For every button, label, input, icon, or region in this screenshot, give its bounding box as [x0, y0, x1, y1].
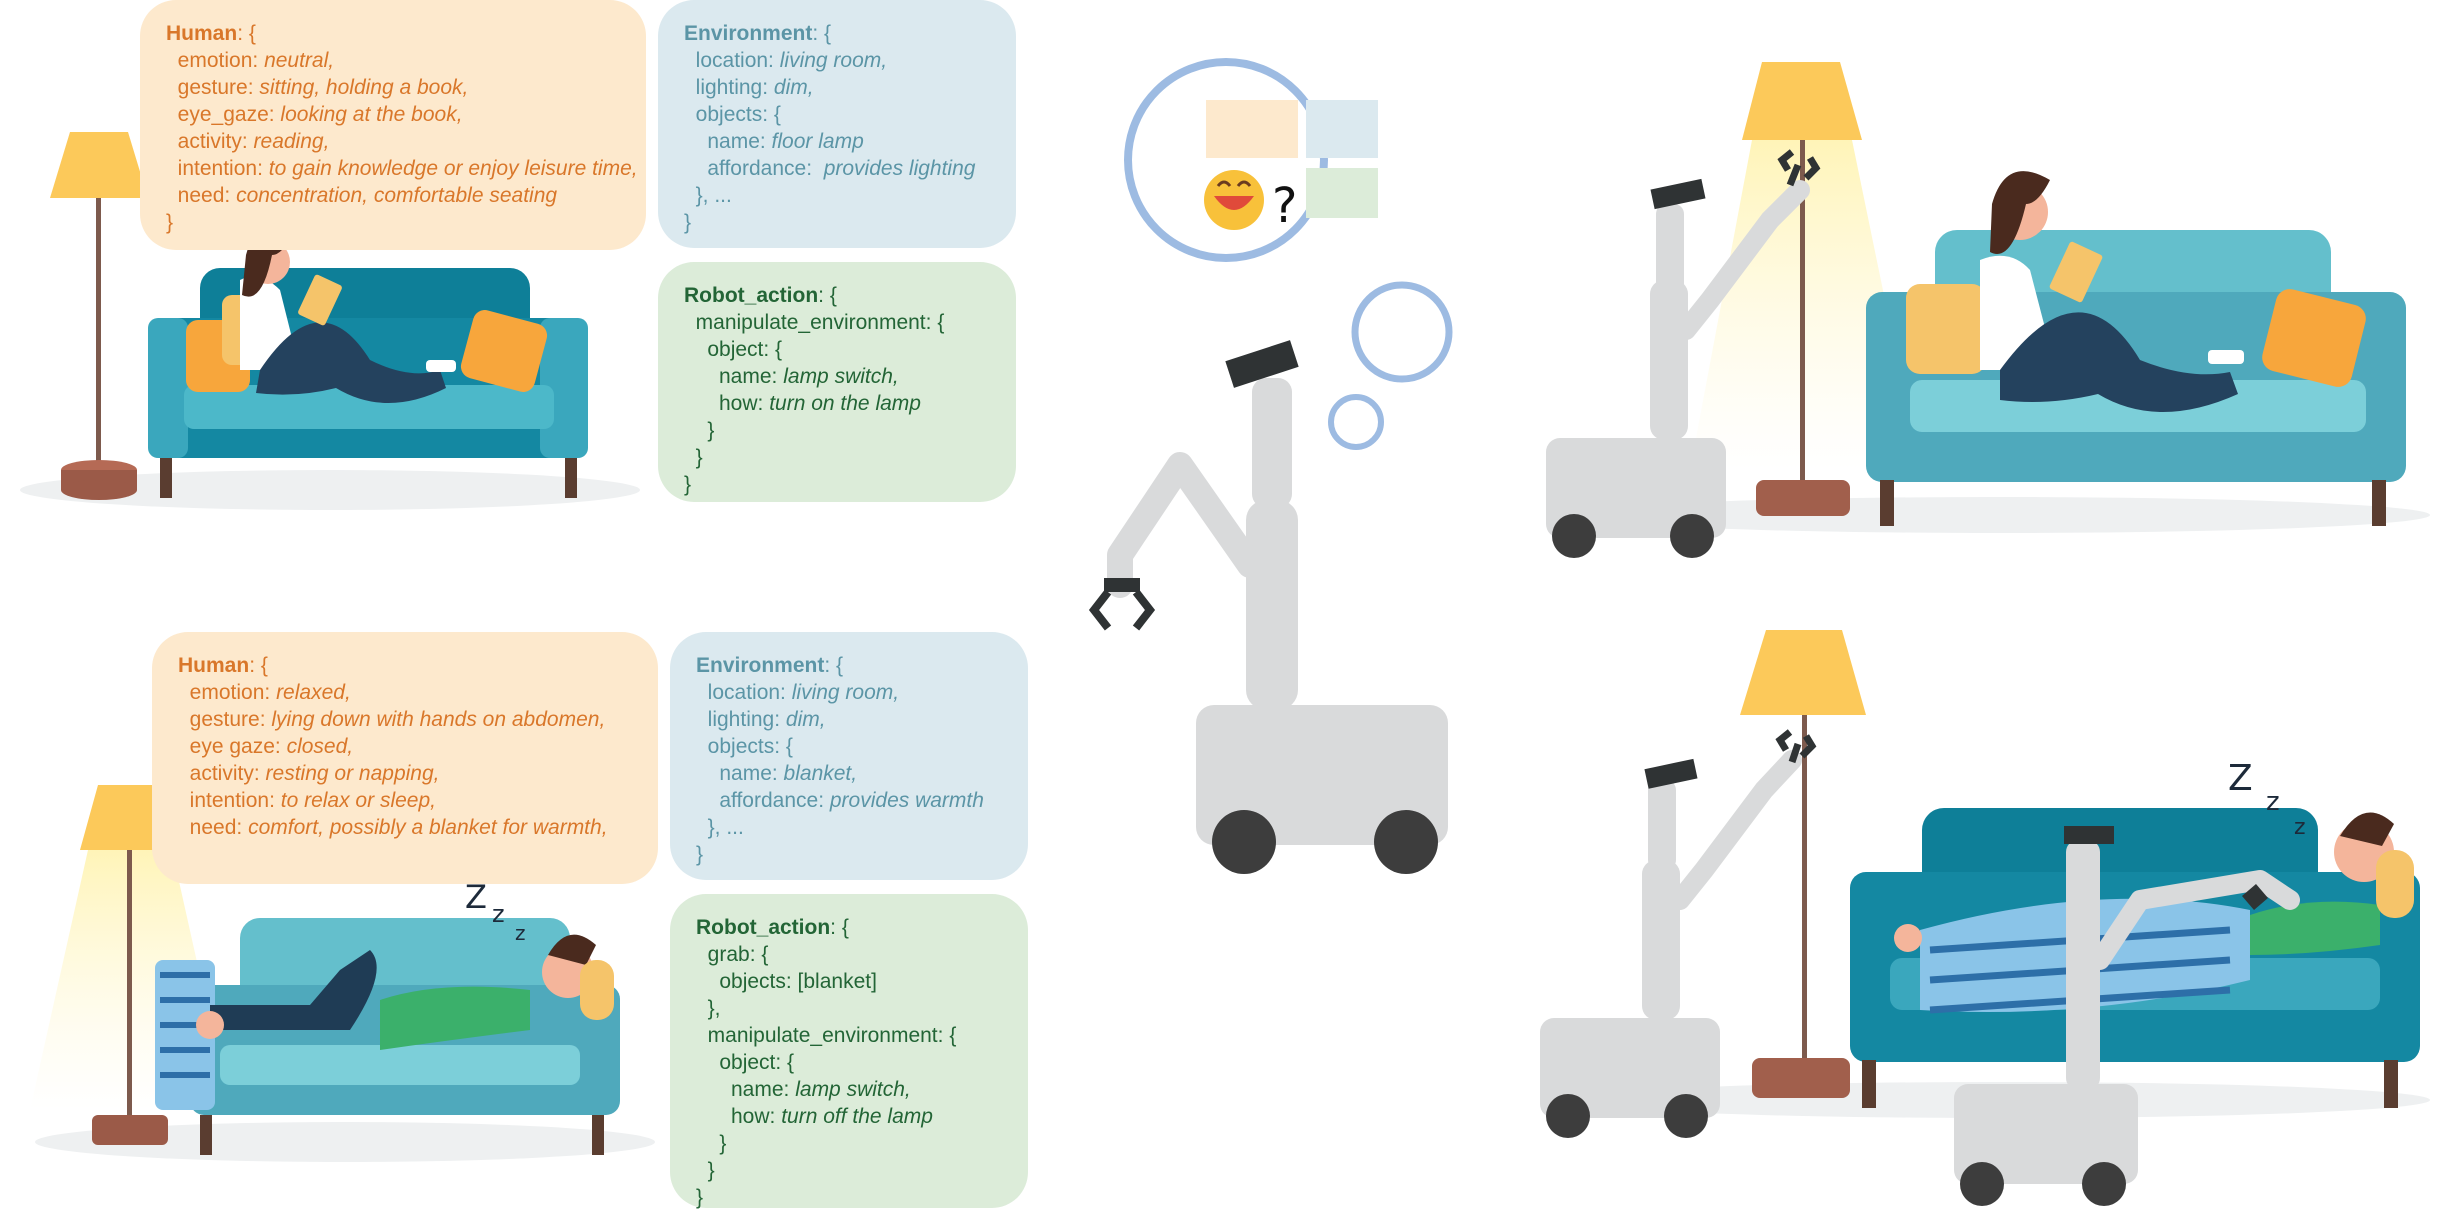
panel-line: }: [696, 1186, 704, 1209]
panel-line: affordance: provides warmth: [696, 789, 984, 812]
panel-line: activity: resting or napping,: [178, 762, 440, 785]
panel-line: name: floor lamp: [684, 130, 864, 153]
person-reading-icon: [1980, 171, 2244, 412]
panel-line: object: {: [696, 1051, 795, 1074]
panel-line: }: [684, 446, 703, 469]
scenario1-robot-action-panel: Robot_action: { manipulate_environment: …: [658, 262, 1016, 502]
panel-line: }, ...: [696, 816, 744, 839]
scene1-reading: [20, 132, 640, 510]
panel-line: }, ...: [684, 184, 732, 207]
panel-line: intention: to relax or sleep,: [178, 789, 436, 812]
panel-line: Human: {: [166, 22, 256, 45]
panel-line: }: [684, 473, 692, 496]
panel-line: emotion: neutral,: [166, 49, 335, 72]
panel-line: object: {: [684, 338, 783, 361]
panel-line: location: living room,: [684, 49, 888, 72]
scenario2-robot-action-panel: Robot_action: { grab: { objects: [blanke…: [670, 894, 1028, 1209]
grinning-face-icon: [1204, 170, 1264, 230]
panel-line: name: blanket,: [696, 762, 858, 785]
panel-line: }: [696, 843, 704, 866]
panel-line: eye gaze: closed,: [178, 735, 354, 758]
scenario1-human-panel: Human: { emotion: neutral, gesture: sitt…: [140, 0, 646, 250]
panel-line: intention: to gain knowledge or enjoy le…: [166, 157, 638, 180]
question-mark: ?: [1272, 178, 1297, 234]
svg-text:z: z: [515, 921, 526, 945]
panel-line: }: [696, 1159, 715, 1182]
panel-line: Environment: {: [696, 654, 844, 677]
svg-text:z: z: [2294, 815, 2306, 840]
sleep-z-icon: Z z z: [2228, 758, 2306, 840]
panel-line: emotion: relaxed,: [178, 681, 351, 704]
panel-line: manipulate_environment: {: [684, 311, 945, 334]
scenario2-environment-panel: Environment: { location: living room, li…: [670, 632, 1028, 880]
panel-line: Robot_action: {: [684, 284, 837, 307]
panel-line: }: [696, 1132, 727, 1155]
panel-line: grab: {: [696, 943, 769, 966]
panel-line: },: [696, 997, 721, 1020]
panel-line: name: lamp switch,: [684, 365, 899, 388]
panel-line: lighting: dim,: [684, 76, 814, 99]
scenario2-human-panel: Human: { emotion: relaxed, gesture: lyin…: [152, 632, 658, 884]
panel-line: affordance: provides lighting: [684, 157, 976, 180]
panel-line: }: [684, 419, 715, 442]
svg-text:z: z: [2266, 787, 2280, 817]
person-sleeping-icon: [196, 934, 614, 1050]
floor-lamp-icon: [1742, 62, 1862, 516]
panel-line: need: concentration, comfortable seating: [166, 184, 558, 207]
robot-icon: [1954, 826, 2300, 1206]
panel-line: gesture: lying down with hands on abdome…: [178, 708, 606, 731]
scene4-blanket: Z z z: [1540, 630, 2430, 1206]
scene3-lamp-on: [1546, 62, 2430, 558]
scenario1-environment-panel: Environment: { location: living room, li…: [658, 0, 1016, 248]
panel-line: }: [166, 211, 174, 234]
floor-lamp-icon: [1740, 630, 1866, 1098]
robot-gripper-icon: [1088, 578, 1156, 631]
robot-icon: [1546, 149, 1821, 558]
svg-text:Z: Z: [465, 878, 487, 916]
panel-line: eye_gaze: looking at the book,: [166, 103, 463, 126]
floor-lamp-icon: [50, 132, 148, 500]
panel-line: gesture: sitting, holding a book,: [166, 76, 469, 99]
robot-thinking: ?: [1088, 58, 1453, 874]
panel-line: lighting: dim,: [696, 708, 826, 731]
sleep-z-icon: Z z z: [465, 878, 526, 945]
panel-line: name: lamp switch,: [696, 1078, 911, 1101]
panel-line: objects: [blanket]: [696, 970, 877, 993]
panel-line: }: [684, 211, 692, 234]
panel-line: how: turn off the lamp: [696, 1105, 933, 1128]
panel-line: Human: {: [178, 654, 268, 677]
panel-line: objects: {: [696, 735, 793, 758]
panel-line: Robot_action: {: [696, 916, 849, 939]
panel-line: how: turn on the lamp: [684, 392, 921, 415]
panel-line: objects: {: [684, 103, 781, 126]
panel-line: Environment: {: [684, 22, 832, 45]
panel-line: manipulate_environment: {: [696, 1024, 957, 1047]
svg-text:Z: Z: [2228, 758, 2253, 799]
robot-icon: [1540, 729, 1817, 1138]
panel-line: activity: reading,: [166, 130, 330, 153]
panel-line: location: living room,: [696, 681, 900, 704]
panel-line: need: comfort, possibly a blanket for wa…: [178, 816, 608, 839]
svg-text:z: z: [492, 900, 505, 928]
